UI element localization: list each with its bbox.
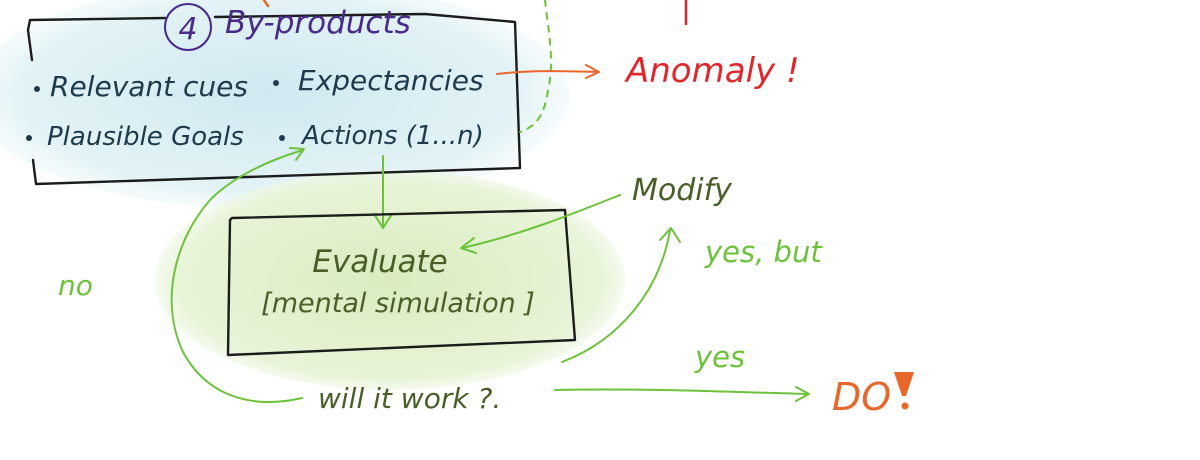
item-expectancies: Expectancies (298, 64, 484, 97)
arrow-to-anomaly (496, 70, 599, 75)
bullet-4 (279, 135, 285, 141)
arrow-yes-but-head (659, 227, 681, 243)
arrow-no-head (289, 147, 305, 161)
do-label: DO (832, 375, 891, 419)
bullet-1 (34, 86, 40, 92)
step-number-circle (164, 3, 212, 51)
item-plausible-goals: Plausible Goals (47, 122, 244, 152)
byproducts-box (26, 12, 522, 186)
top-orange-tick (262, 0, 270, 8)
yes-label: yes (694, 340, 745, 374)
do-exclamation (894, 372, 914, 396)
arrow-to-anomaly-head (585, 64, 600, 79)
question-label: will it work ?. (318, 382, 501, 415)
item-relevant-cues: Relevant cues (50, 70, 248, 103)
arrow-yes-head (795, 386, 810, 402)
arrow-no-loop (170, 149, 304, 403)
step-number: 4 (178, 12, 197, 47)
yes-but-label: yes, but (704, 235, 823, 269)
arrow-modify-head (460, 237, 477, 254)
modify-label: Modify (632, 173, 733, 208)
bullet-3 (26, 135, 32, 141)
evaluate-wash (155, 170, 625, 390)
arrow-yes-but (561, 229, 671, 363)
do-exclamation-dot (901, 402, 909, 410)
bullet-2 (273, 80, 279, 86)
no-label: no (58, 269, 93, 302)
byproducts-title: By-products (225, 5, 411, 41)
dashed-connector (519, 0, 553, 133)
item-actions: Actions (1...n) (300, 121, 484, 151)
arrow-modify-to-evaluate (461, 194, 621, 249)
anomaly-label: Anomaly ! (624, 51, 800, 91)
arrow-down-head (373, 213, 393, 229)
evaluate-box (226, 208, 577, 357)
evaluate-title: Evaluate (312, 244, 447, 280)
arrow-yes-to-do (554, 388, 809, 395)
evaluate-subtitle: [mental simulation ] (261, 288, 535, 319)
byproducts-wash (0, 0, 570, 210)
